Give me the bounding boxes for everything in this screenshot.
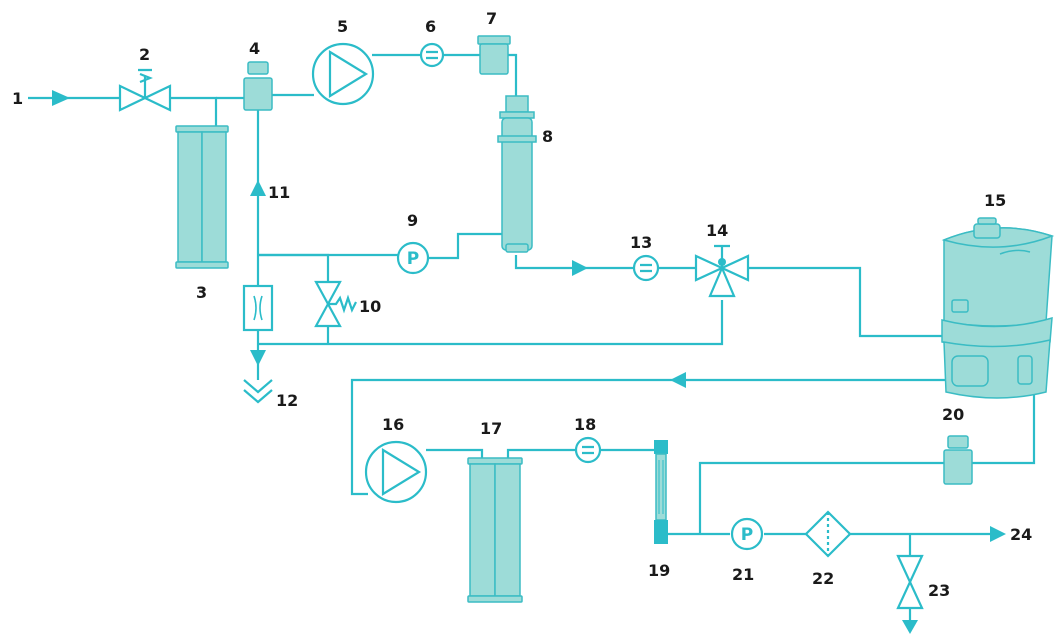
flow-arrow-icon bbox=[250, 180, 266, 196]
ro-module bbox=[497, 95, 537, 253]
pressure-gauge-21: P bbox=[730, 517, 764, 551]
pump-triangle-icon bbox=[381, 448, 422, 496]
final-filter-column bbox=[654, 440, 668, 544]
flow-arrow-icon bbox=[572, 260, 588, 276]
pressure-gauge-p-icon: P bbox=[407, 249, 419, 269]
label-8: 8 bbox=[542, 127, 553, 146]
flow-meter-equals-icon bbox=[426, 50, 438, 60]
flow-restrictor bbox=[242, 284, 274, 332]
label-1: 1 bbox=[12, 89, 23, 108]
label-14: 14 bbox=[706, 221, 728, 240]
label-12: 12 bbox=[276, 391, 298, 410]
valve-bowtie-icon bbox=[896, 554, 924, 610]
label-17: 17 bbox=[480, 419, 502, 438]
final-filter-22 bbox=[804, 510, 852, 558]
label-9: 9 bbox=[407, 211, 418, 230]
label-22: 22 bbox=[812, 569, 834, 588]
label-7: 7 bbox=[486, 9, 497, 28]
flow-arrow-icon bbox=[670, 372, 686, 388]
flow-meter-18 bbox=[574, 436, 602, 464]
label-10: 10 bbox=[359, 297, 381, 316]
label-2: 2 bbox=[139, 45, 150, 64]
label-13: 13 bbox=[630, 233, 652, 252]
pretreatment-cartridge bbox=[175, 125, 229, 269]
flow-arrows bbox=[52, 90, 1006, 634]
flow-arrow-icon bbox=[902, 620, 918, 634]
flow-arrow-icon bbox=[52, 90, 70, 106]
pressure-reducing-valve bbox=[118, 68, 172, 112]
component-labels: 1 2 3 4 5 6 7 8 9 10 11 12 13 14 15 16 1… bbox=[12, 9, 1032, 600]
storage-tank bbox=[941, 217, 1055, 399]
drain-chevron-icon bbox=[243, 379, 273, 404]
label-19: 19 bbox=[648, 561, 670, 580]
pump-triangle-icon bbox=[328, 50, 369, 98]
flow-meter-13 bbox=[632, 254, 660, 282]
pressure-gauge-9: P bbox=[396, 241, 430, 275]
relief-valve-10 bbox=[314, 280, 357, 328]
label-18: 18 bbox=[574, 415, 596, 434]
label-24: 24 bbox=[1010, 525, 1032, 544]
flow-arrow-icon bbox=[250, 350, 266, 366]
drain-valve-23 bbox=[896, 554, 924, 610]
flow-meter-equals-icon bbox=[582, 445, 594, 455]
label-5: 5 bbox=[337, 17, 348, 36]
booster-pump bbox=[311, 42, 375, 106]
label-23: 23 bbox=[928, 581, 950, 600]
three-way-valve-14 bbox=[694, 244, 750, 298]
pipe-network bbox=[28, 53, 1036, 622]
prefilter-7 bbox=[477, 35, 511, 75]
label-6: 6 bbox=[425, 17, 436, 36]
label-4: 4 bbox=[249, 39, 260, 58]
label-20: 20 bbox=[942, 405, 964, 424]
label-11: 11 bbox=[268, 183, 290, 202]
label-16: 16 bbox=[382, 415, 404, 434]
inlet-solenoid-valve bbox=[243, 61, 273, 111]
label-3: 3 bbox=[196, 283, 207, 302]
pressure-gauge-p-icon: P bbox=[741, 525, 753, 545]
flow-meter-6 bbox=[419, 42, 445, 68]
label-15: 15 bbox=[984, 191, 1006, 210]
outlet-solenoid-valve bbox=[943, 435, 973, 485]
flow-meter-equals-icon bbox=[640, 263, 652, 273]
distribution-pump bbox=[364, 440, 428, 504]
polishing-cartridge bbox=[467, 457, 523, 603]
label-21: 21 bbox=[732, 565, 754, 584]
flow-arrow-icon bbox=[990, 526, 1006, 542]
